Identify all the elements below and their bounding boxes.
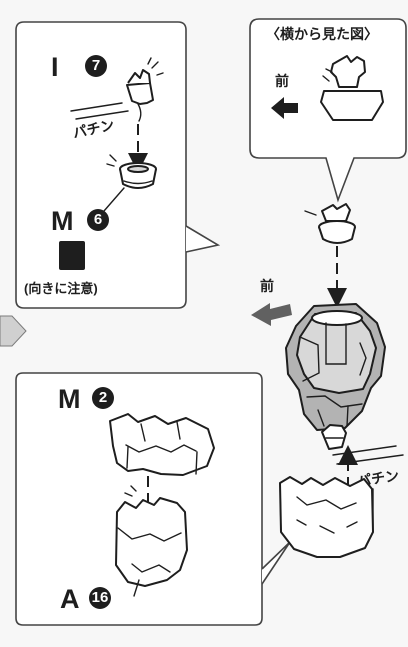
warning-mark: ! <box>68 242 76 269</box>
upper-assembly-arrow <box>106 124 148 173</box>
part-m6-number-badge <box>87 209 109 231</box>
part-a16-letter: A <box>60 584 80 614</box>
side-view-base-piece <box>320 90 384 121</box>
part-a16-number-badge <box>89 587 111 609</box>
part-m2-component <box>109 413 215 497</box>
left-continuation-arrow <box>0 315 27 347</box>
main-front-label: 前 <box>260 278 274 294</box>
part-m6-label: M 6 <box>51 187 125 236</box>
side-view-content: 〈横から見た図〉 前 <box>266 26 384 121</box>
front-direction: 前 <box>251 278 292 326</box>
part-a16-component <box>115 497 188 597</box>
part-m2-letter: M <box>58 384 81 414</box>
right-lower-part <box>279 476 374 558</box>
side-view-title: 〈横から見た図〉 <box>266 26 378 42</box>
part-i-label: I 7 <box>51 52 107 82</box>
part-a16-number: 16 <box>92 589 109 606</box>
side-view-front-label: 前 <box>275 73 289 89</box>
part-i-number: 7 <box>92 57 100 74</box>
part-m6-letter: M <box>51 206 74 236</box>
part-m6-number: 6 <box>94 211 102 228</box>
part-m6-component <box>119 162 157 189</box>
side-view-front-arrow-icon <box>271 97 298 119</box>
center-part-callout <box>304 203 356 308</box>
main-front-arrow-icon <box>251 303 292 326</box>
warning-note: (向きに注意) <box>24 281 98 296</box>
side-view-top-piece <box>330 55 366 88</box>
main-body-assembly <box>285 303 386 450</box>
warning-sign-icon <box>59 241 85 270</box>
part-m2-number: 2 <box>99 389 107 406</box>
top-detail-panel <box>15 21 221 309</box>
part-i-component <box>126 57 164 122</box>
part-i-letter: I <box>51 52 59 82</box>
part-i-number-badge <box>85 55 107 77</box>
part-m2-number-badge <box>92 387 114 409</box>
part-a16-label: A 16 <box>60 584 111 614</box>
part-m2-label: M 2 <box>58 384 114 414</box>
warning-group: ! (向きに注意) <box>24 241 98 296</box>
